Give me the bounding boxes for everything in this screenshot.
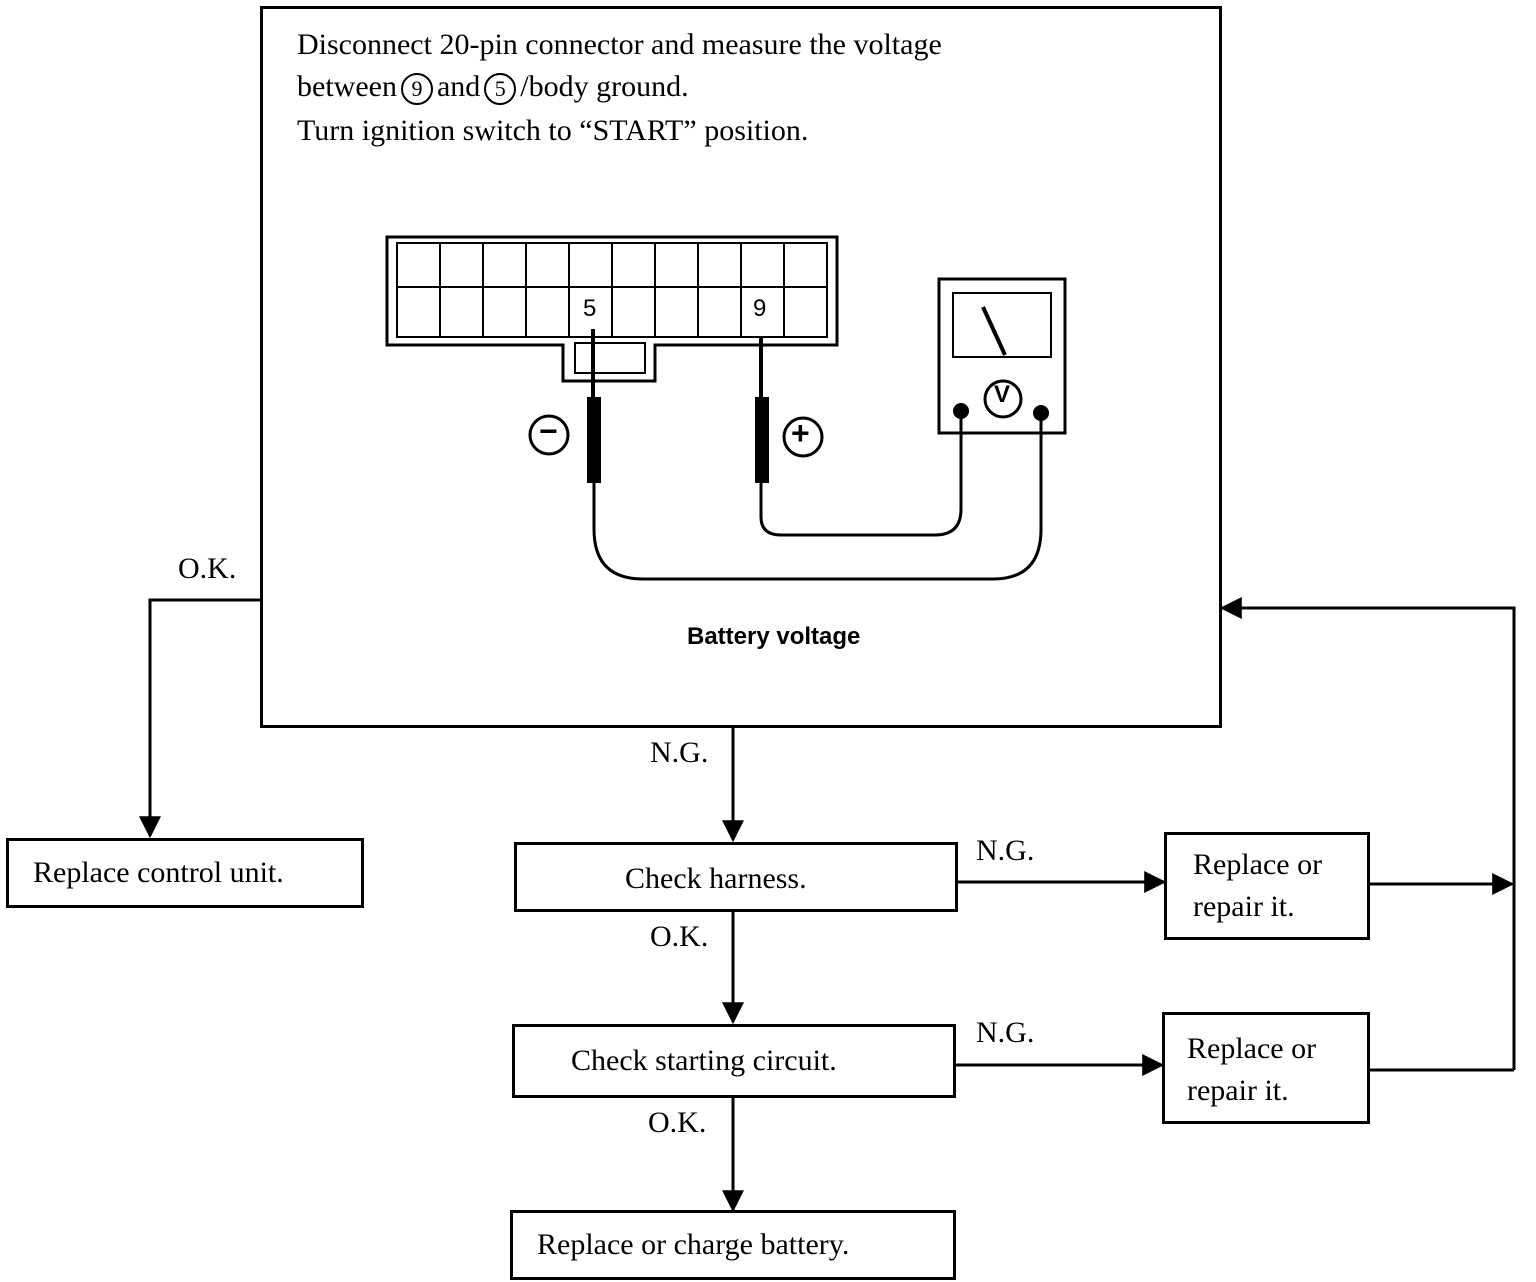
connector-pin-9-label: 9 bbox=[753, 295, 767, 322]
check-starting-circuit-text: Check starting circuit. bbox=[571, 1044, 837, 1077]
voltmeter-needle bbox=[981, 306, 1007, 356]
check-starting-circuit-box: Check starting circuit. bbox=[512, 1024, 956, 1098]
pin-9-circle: 9 bbox=[400, 73, 433, 106]
plus-symbol-circle bbox=[782, 416, 824, 458]
replace-repair-1-line-1: Replace or bbox=[1193, 848, 1323, 881]
voltmeter-symbol: V bbox=[994, 381, 1011, 408]
voltmeter-body bbox=[937, 277, 1067, 435]
instruction-line-3: Turn ignition switch to “START” position… bbox=[297, 114, 809, 147]
ok-label-main: O.K. bbox=[178, 552, 237, 585]
instruction-between: between bbox=[297, 70, 397, 103]
minus-symbol: − bbox=[539, 413, 558, 449]
instruction-and: and bbox=[436, 70, 481, 103]
positive-probe-handle bbox=[755, 397, 769, 483]
replace-repair-1-line-2: repair it. bbox=[1193, 890, 1295, 923]
ng-label-starting: N.G. bbox=[976, 1016, 1035, 1049]
positive-lead bbox=[759, 413, 963, 537]
connector-body bbox=[385, 235, 839, 383]
check-harness-box: Check harness. bbox=[514, 842, 958, 912]
voltmeter-terminal-neg bbox=[953, 403, 969, 419]
pin-5-circle: 5 bbox=[484, 73, 517, 106]
replace-repair-2-line-2: repair it. bbox=[1187, 1074, 1289, 1107]
voltmeter-terminal-pos bbox=[1033, 405, 1049, 421]
plus-symbol: + bbox=[791, 415, 810, 451]
ok-label-harness: O.K. bbox=[650, 920, 709, 953]
voltmeter-display bbox=[952, 292, 1052, 358]
arrow-feedback-to-main bbox=[1219, 597, 1516, 1070]
connector-pin-5-label: 5 bbox=[583, 295, 597, 322]
negative-probe-handle bbox=[587, 397, 601, 483]
instruction-body-ground: /body ground. bbox=[520, 70, 689, 103]
connector-latch bbox=[574, 342, 646, 374]
replace-control-unit-text: Replace control unit. bbox=[33, 856, 284, 889]
replace-repair-box-1: Replace or repair it. bbox=[1164, 832, 1370, 940]
ng-label-harness: N.G. bbox=[976, 834, 1035, 867]
check-harness-text: Check harness. bbox=[625, 862, 807, 895]
voltmeter-dial-icon bbox=[983, 379, 1023, 419]
ok-label-starting: O.K. bbox=[648, 1106, 707, 1139]
replace-control-unit-box: Replace control unit. bbox=[6, 838, 364, 908]
arrow-ok-to-control-unit bbox=[139, 598, 262, 839]
replace-repair-box-2: Replace or repair it. bbox=[1162, 1012, 1370, 1124]
battery-voltage-caption: Battery voltage bbox=[687, 623, 861, 650]
ng-label-main: N.G. bbox=[650, 736, 709, 769]
connector-voltmeter-illustration bbox=[385, 235, 1067, 581]
main-test-box: Disconnect 20-pin connector and measure … bbox=[260, 6, 1222, 728]
replace-repair-2-line-1: Replace or bbox=[1187, 1032, 1317, 1065]
connector-grid bbox=[397, 243, 827, 337]
minus-symbol-circle bbox=[528, 414, 570, 456]
negative-lead bbox=[592, 413, 1043, 581]
instruction-line-1: Disconnect 20-pin connector and measure … bbox=[297, 28, 942, 61]
replace-charge-battery-text: Replace or charge battery. bbox=[537, 1228, 850, 1261]
replace-charge-battery-box: Replace or charge battery. bbox=[510, 1210, 956, 1280]
